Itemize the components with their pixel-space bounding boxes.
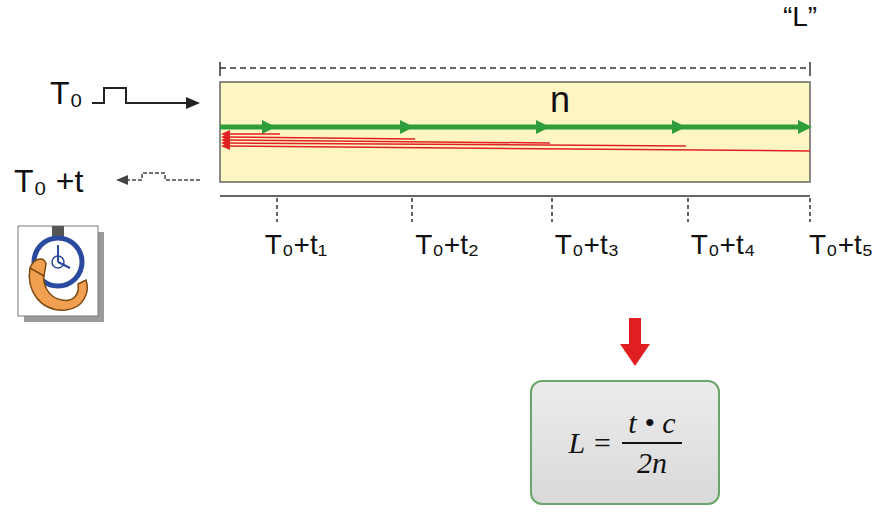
launch-arrowhead (186, 97, 200, 109)
length-tick (219, 62, 221, 76)
launch-pulse (92, 88, 196, 103)
fiber-body (220, 82, 810, 182)
return-arrowhead (116, 175, 128, 185)
fraction-denominator: 2n (637, 444, 667, 480)
result-arrow (620, 318, 650, 366)
stopwatch-icon (18, 226, 104, 322)
formula-lhs: L = (568, 426, 612, 460)
length-label: “L” (783, 2, 817, 33)
forward-arrowheads (262, 120, 812, 134)
time-mark: T₀+t₅ (809, 230, 873, 261)
time-mark: T₀+t₂ (415, 230, 479, 261)
formula-box: L = t • c2n (530, 380, 720, 505)
launch-time: T₀ (50, 76, 83, 111)
fraction: t • c2n (622, 406, 681, 480)
backscatter-lines (224, 134, 810, 151)
formula: L = t • c2n (532, 382, 718, 503)
refractive-index: n (550, 80, 570, 120)
length-tick (809, 62, 811, 76)
fiber-core: n (220, 82, 810, 182)
length-line (220, 67, 810, 69)
return-time: T₀ +t (14, 164, 83, 199)
time-mark: T₀+t₄ (691, 230, 755, 261)
time-ticks (277, 198, 810, 222)
backscatter-arrowheads (221, 130, 230, 150)
time-mark: T₀+t₁ (265, 230, 327, 261)
return-pulse (122, 173, 200, 180)
forward-light (220, 125, 806, 130)
fraction-numerator: t • c (622, 406, 681, 444)
time-mark: T₀+t₃ (555, 230, 619, 261)
time-axis (220, 195, 810, 197)
